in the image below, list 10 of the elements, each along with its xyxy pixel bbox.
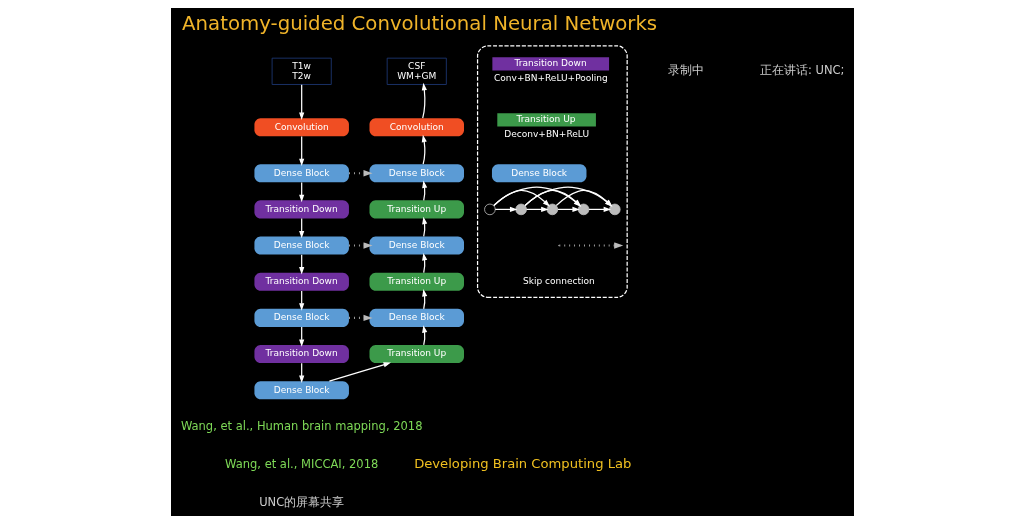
label: Wang, et al., Human brain mapping, 2018 xyxy=(180,418,422,433)
label: Developing Brain Computing Lab xyxy=(413,456,631,472)
node-label: Deconv+BN+ReLU xyxy=(503,128,589,139)
label: UNC的屏幕共享 xyxy=(258,495,344,510)
label: 正在讲话: UNC; xyxy=(759,63,844,78)
node-label: Conv+BN+ReLU+Pooling xyxy=(493,73,608,84)
label: 录制中 xyxy=(667,63,704,78)
label: Wang, et al., MICCAI, 2018 xyxy=(224,457,378,472)
legend-label: Skip connection xyxy=(522,276,595,287)
diagram-title: Anatomy-guided Convolutional Neural Networks xyxy=(181,12,657,36)
